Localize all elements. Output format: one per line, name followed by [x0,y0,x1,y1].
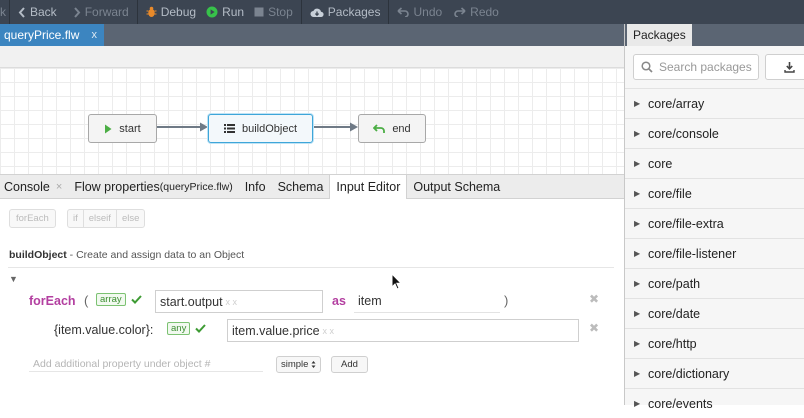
tab-queryprice-file[interactable]: queryPrice.flw x [0,24,104,46]
package-item[interactable]: ▶core/array [625,88,804,118]
if-insert-button[interactable]: if [68,210,84,227]
packages-search-box[interactable] [633,54,759,80]
editor-tab-strip: queryPrice.flw x [0,24,624,46]
tab-output-schema[interactable]: Output Schema [413,179,501,194]
packages-panel: Packages ▶core/array ▶core/console ▶core… [624,24,804,411]
caret-right-icon: ▶ [634,129,641,138]
caret-right-icon: ▶ [634,399,641,408]
tab-flow-properties[interactable]: Flow properties(queryPrice.flw) [74,179,233,194]
tab-filename: queryPrice.flw [4,28,80,42]
add-property-input[interactable]: Add additional property under object # [29,356,263,372]
stop-button[interactable]: Stop [252,0,301,24]
property-value-input[interactable]: item.value.price x x [227,319,579,342]
caret-right-icon: ▶ [634,189,641,198]
caret-right-icon: ▶ [634,279,641,288]
package-item[interactable]: ▶core/file-listener [625,238,804,268]
forward-button[interactable]: Forward [65,0,137,24]
description-divider [8,267,614,268]
run-button[interactable]: Run [204,0,252,24]
play-circle-icon [206,6,218,18]
packages-search-input[interactable] [659,60,754,74]
flow-node-buildobject[interactable]: buildObject [208,114,313,143]
bug-icon [146,6,157,17]
panel-tab-bar: Console × Flow properties(queryPrice.flw… [0,174,624,199]
package-item[interactable]: ▶core/console [625,118,804,148]
foreach-insert-button[interactable]: forEach [9,209,56,228]
tab-input-editor[interactable]: Input Editor [329,175,408,199]
property-type-select[interactable]: simple [276,356,322,373]
package-item[interactable]: ▶core/events [625,388,804,418]
foreach-open-paren: ( [84,293,89,308]
back-button[interactable]: Back [10,0,65,24]
tab-console[interactable]: Console × [4,179,63,194]
tab-schema[interactable]: Schema [277,179,324,194]
tab-info[interactable]: Info [244,179,266,194]
caret-right-icon: ▶ [634,249,641,258]
edge-buildobject-to-end [313,122,358,132]
package-item[interactable]: ▶core/http [625,328,804,358]
flow-node-start[interactable]: start [88,114,157,143]
remove-foreach-icon[interactable]: ✖ [589,292,600,306]
check-icon [130,295,142,304]
return-arrow-icon [373,123,386,133]
caret-right-icon: ▶ [634,309,641,318]
toolbar-overflow-label: k [0,5,6,19]
select-arrows-icon [311,361,316,368]
as-keyword: as [332,294,346,308]
add-property-button[interactable]: Add [331,356,368,373]
search-icon [641,61,653,73]
package-item[interactable]: ▶core/dictionary [625,358,804,388]
redo-button[interactable]: Redo [450,0,507,24]
chevron-left-icon [18,6,25,18]
stop-square-icon [254,7,264,17]
check-icon [195,324,207,333]
close-tab-icon[interactable]: x [91,29,98,41]
close-console-icon[interactable]: × [55,180,63,193]
undo-button[interactable]: Undo [389,0,450,24]
collapse-toggle-icon[interactable]: ▼ [9,274,18,284]
caret-right-icon: ▶ [634,99,641,108]
caret-right-icon: ▶ [634,159,641,168]
packages-header: Packages [625,24,804,46]
mouse-pointer-icon [391,273,402,290]
caret-right-icon: ▶ [634,339,641,348]
input-editor-panel: forEach if elseif else buildObject - Cre… [0,200,624,405]
packages-tab[interactable]: Packages [627,24,692,46]
debug-button[interactable]: Debug [138,0,204,24]
download-icon [784,62,795,73]
redo-icon [454,7,466,17]
elseif-insert-button[interactable]: elseif [84,210,117,227]
main-toolbar: k Back Forward Debug Run Stop Packages [0,0,804,24]
foreach-source-input[interactable]: start.output x x [155,290,323,313]
cloud-download-icon [310,8,324,17]
foreach-type-tag: array [96,293,142,306]
conditional-button-group: if elseif else [67,209,146,228]
undo-icon [397,7,410,17]
caret-right-icon: ▶ [634,219,641,228]
chevron-right-icon [73,6,81,18]
canvas-toolbar [0,46,624,68]
install-package-button[interactable] [765,54,804,80]
foreach-keyword: forEach [29,294,76,308]
package-item[interactable]: ▶core/file-extra [625,208,804,238]
package-item[interactable]: ▶core/date [625,298,804,328]
remove-property-icon[interactable]: ✖ [589,321,600,335]
edge-start-to-buildobject [156,122,208,132]
foreach-alias-input[interactable]: item [354,290,500,313]
package-item[interactable]: ▶core/path [625,268,804,298]
node-description: buildObject - Create and assign data to … [9,249,245,261]
packages-list: ▶core/array ▶core/console ▶core ▶core/fi… [625,88,804,418]
caret-right-icon: ▶ [634,369,641,378]
flow-node-end[interactable]: end [358,114,426,143]
else-insert-button[interactable]: else [121,213,140,224]
flow-canvas[interactable]: start buildObject end [0,68,624,174]
play-icon [105,124,112,133]
packages-button[interactable]: Packages [302,0,389,24]
package-item[interactable]: ▶core [625,148,804,178]
list-icon [223,124,235,133]
foreach-close-paren: ) [504,293,509,308]
package-item[interactable]: ▶core/file [625,178,804,208]
property-key[interactable]: {item.value.color}: [54,323,154,337]
property-type-tag: any [167,322,207,335]
